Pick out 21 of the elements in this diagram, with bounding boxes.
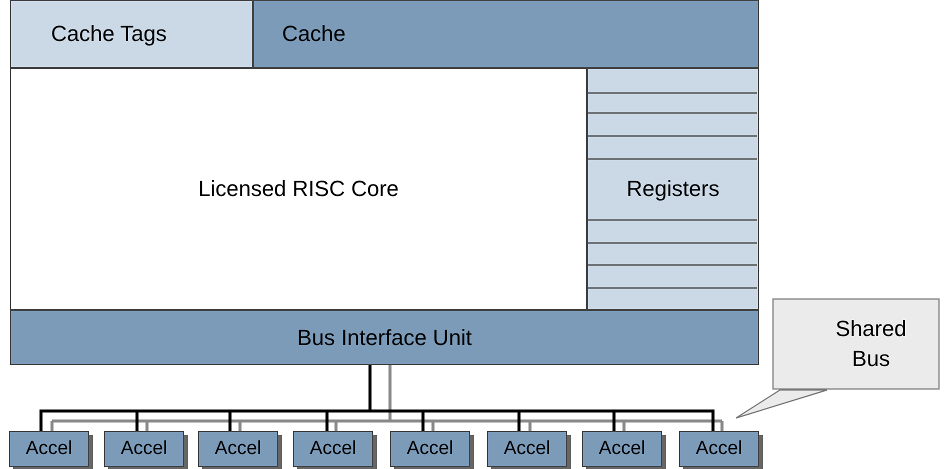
- node-label: Cache Tags: [51, 21, 167, 47]
- register-stack: [587, 68, 759, 310]
- bus-line: [368, 365, 714, 431]
- node-label: Accel: [696, 438, 742, 460]
- node-label: Accel: [214, 438, 262, 460]
- node-label: Accel: [406, 438, 454, 460]
- node-label: Cache: [282, 21, 346, 47]
- bus-interface-box: [10, 310, 759, 365]
- node-label: Bus Interface Unit: [297, 324, 472, 350]
- node-label: Accel: [598, 438, 646, 460]
- callout-pointer: [735, 389, 828, 419]
- core-box: [10, 68, 587, 310]
- node-label: Accel: [26, 438, 72, 460]
- node-label: Registers: [626, 176, 720, 202]
- node-label: Shared Bus: [834, 315, 908, 373]
- node-label: Licensed RISC Core: [198, 176, 399, 202]
- cache-tags-box: [10, 0, 253, 68]
- node-label: Accel: [310, 438, 356, 460]
- cache-box: [253, 0, 759, 68]
- node-label: Accel: [120, 438, 168, 460]
- node-label: Accel: [504, 438, 550, 460]
